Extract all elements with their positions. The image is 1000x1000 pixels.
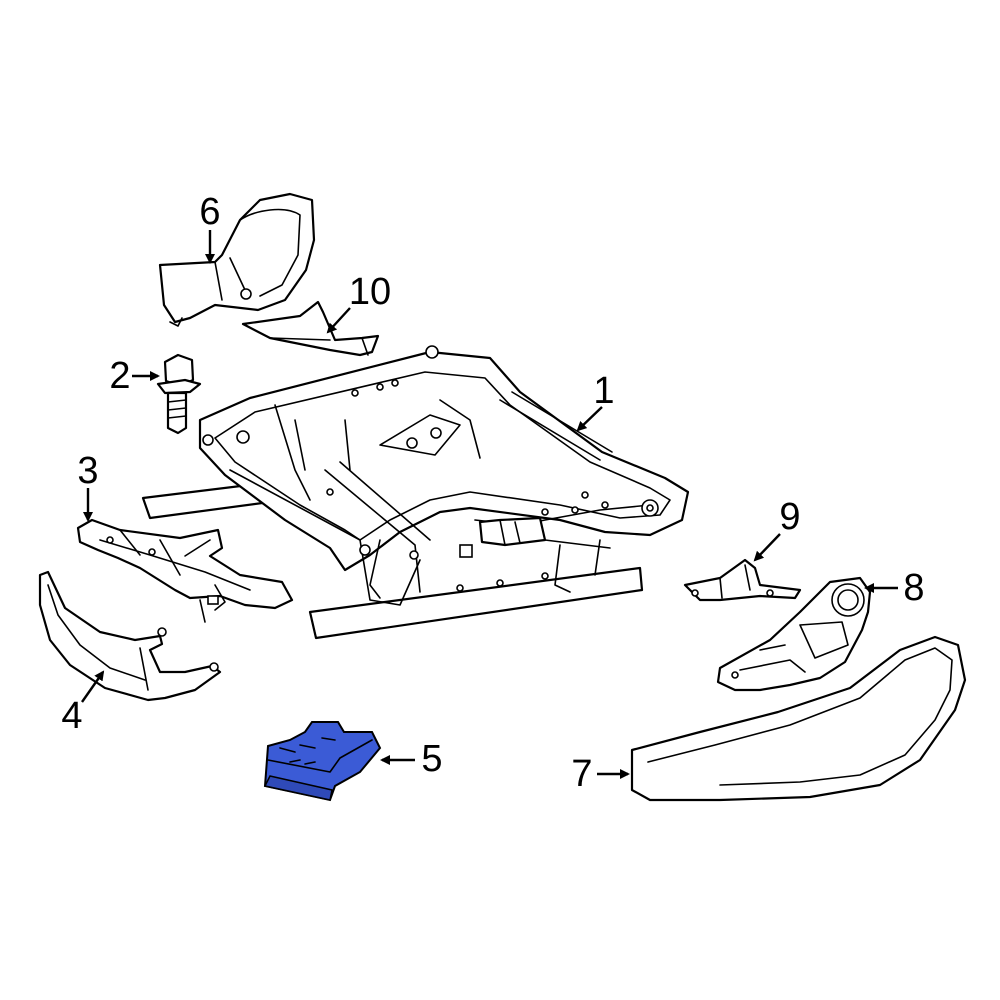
leader-4 <box>81 670 105 703</box>
part-1-seat-frame[interactable] <box>141 345 690 640</box>
part-2-bolt[interactable] <box>156 353 202 435</box>
part-7-side-shield[interactable] <box>630 635 967 802</box>
part-8-adjuster[interactable] <box>716 576 872 692</box>
leader-9 <box>753 533 781 562</box>
callout-4: 4 <box>61 695 83 737</box>
leader-10 <box>326 307 351 334</box>
part-10-bracket[interactable] <box>241 300 380 357</box>
callout-8: 8 <box>903 567 925 609</box>
callout-3: 3 <box>77 450 99 492</box>
callout-7: 7 <box>571 753 593 795</box>
part-5-control-module[interactable] <box>263 721 382 802</box>
callout-2: 2 <box>109 355 131 397</box>
part-4-side-trim[interactable] <box>38 570 222 702</box>
callout-5: 5 <box>421 738 443 780</box>
part-9-bracket[interactable] <box>683 558 802 602</box>
part-3-bracket[interactable] <box>76 518 294 623</box>
callout-6: 6 <box>199 191 221 233</box>
part-6-trim-cover[interactable] <box>158 192 316 327</box>
callout-10: 10 <box>348 271 392 313</box>
leader-1 <box>576 406 603 432</box>
callout-1: 1 <box>593 370 615 412</box>
callout-9: 9 <box>779 496 801 538</box>
